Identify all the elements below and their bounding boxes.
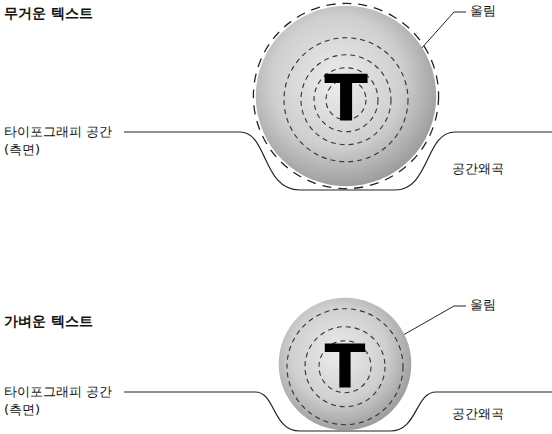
letter-glyph: T <box>252 2 440 190</box>
leader-line <box>398 306 466 338</box>
axis-label: 타이포그래피 공간 (측면) <box>4 123 122 159</box>
callout-label: 울림 <box>470 2 496 20</box>
distortion-label: 공간왜곡 <box>452 405 504 423</box>
resonance-sphere: T <box>252 2 440 190</box>
axis-label: 타이포그래피 공간 (측면) <box>4 383 122 419</box>
letter-glyph: T <box>278 297 412 431</box>
resonance-sphere: T <box>278 297 412 431</box>
panel-heading: 무거운 텍스트 <box>4 4 93 22</box>
leader-line <box>420 12 466 50</box>
panel-heading: 가벼운 텍스트 <box>4 312 93 330</box>
distortion-label: 공간왜곡 <box>452 160 504 178</box>
callout-label: 울림 <box>470 296 496 314</box>
